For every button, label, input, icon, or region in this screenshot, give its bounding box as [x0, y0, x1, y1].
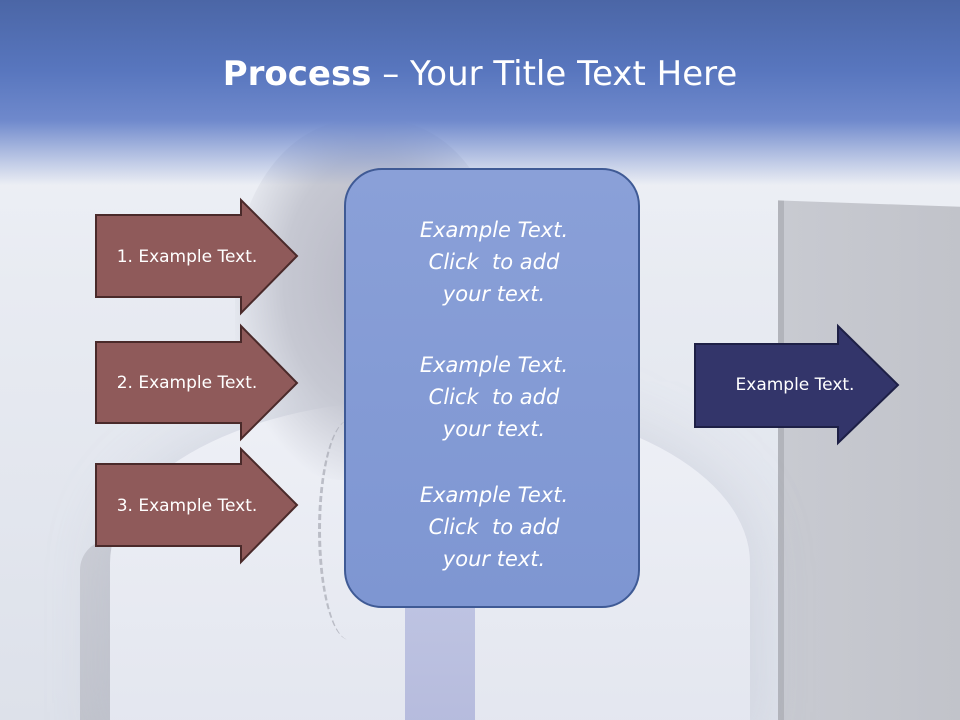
phone-cord-shape [318, 420, 381, 640]
monitor-shape [778, 200, 960, 720]
step-arrow-2-shape [95, 323, 299, 442]
center-text-1[interactable]: Example Text. Click to add your text. [419, 218, 569, 306]
center-text-3[interactable]: Example Text. Click to add your text. [419, 483, 569, 571]
step-arrow-3[interactable]: 3. Example Text. [95, 446, 299, 565]
slide-title[interactable]: Process – Your Title Text Here [0, 48, 960, 100]
step-label-2: 2. Example Text. [116, 373, 258, 393]
center-text-2[interactable]: Example Text. Click to add your text. [419, 353, 569, 441]
title-bold: Process [222, 54, 372, 94]
result-arrow[interactable]: Example Text. [694, 323, 900, 446]
step-arrow-1[interactable]: 1. Example Text. [95, 197, 299, 316]
step-arrow-2[interactable]: 2. Example Text. [95, 323, 299, 442]
step-label-3: 3. Example Text. [116, 496, 258, 516]
title-rest: – Your Title Text Here [371, 54, 738, 94]
step-arrow-3-shape [95, 446, 299, 565]
step-label-1: 1. Example Text. [116, 247, 258, 267]
title-bar [0, 0, 960, 185]
result-label: Example Text. [735, 375, 855, 395]
step-arrow-1-shape [95, 197, 299, 316]
center-text-box[interactable]: Example Text. Click to add your text. Ex… [344, 168, 640, 608]
result-arrow-shape [694, 323, 900, 446]
